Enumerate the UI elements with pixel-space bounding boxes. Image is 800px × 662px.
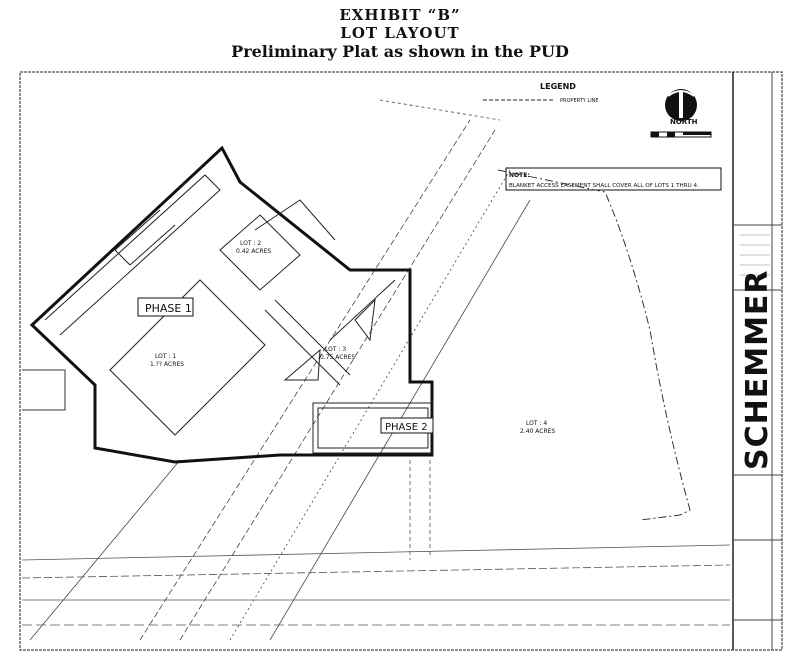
- north-arrow-icon: NORTH: [650, 89, 712, 138]
- lot1-area: 1.?? ACRES: [150, 361, 184, 368]
- lot-layout-title: LOT LAYOUT: [340, 24, 460, 42]
- legend-title: LEGEND: [540, 82, 576, 91]
- note-text: BLANKET ACCESS EASEMENT SHALL COVER ALL …: [509, 183, 699, 189]
- sheet-border: [19, 71, 783, 651]
- lot2-label: LOT : 2: [240, 240, 261, 247]
- property-boundary: [29, 145, 434, 464]
- phase1-label: PHASE 1: [145, 302, 192, 315]
- phase1-label-box: [137, 297, 194, 317]
- lot3-area: 0.75 ACRES: [320, 354, 355, 361]
- plat-subtitle: Preliminary Plat as shown in the PUD: [231, 42, 569, 61]
- firm-logo: SCHEMMER: [740, 269, 775, 470]
- lot1-label: LOT : 1: [155, 353, 176, 360]
- lot4-label: LOT : 4: [526, 420, 547, 427]
- phase2-label: PHASE 2: [385, 422, 428, 433]
- exhibit-title: EXHIBIT “B”: [339, 6, 461, 24]
- phase1-site: [44, 174, 396, 436]
- north-label: NORTH: [670, 118, 698, 126]
- lot-labels: LOT : 1 1.?? ACRES LOT : 2 0.42 ACRES LO…: [150, 240, 555, 435]
- note-title: NOTE:: [509, 172, 530, 179]
- note-box: NOTE: BLANKET ACCESS EASEMENT SHALL COVE…: [505, 167, 722, 191]
- road-lines: [21, 460, 731, 626]
- legend-item: PROPERTY LINE: [560, 98, 599, 104]
- phase2-label-box: [380, 417, 434, 434]
- lot2-area: 0.42 ACRES: [236, 248, 271, 255]
- adjacent-parcel: [22, 369, 66, 411]
- easement-lines: [29, 99, 531, 641]
- title-block: SCHEMMER: [732, 72, 782, 650]
- lot4-boundary: [497, 169, 691, 521]
- lot3-label: LOT : 3: [325, 346, 346, 353]
- lot4-area: 2.40 ACRES: [520, 428, 555, 435]
- legend: LEGEND PROPERTY LINE: [483, 82, 599, 104]
